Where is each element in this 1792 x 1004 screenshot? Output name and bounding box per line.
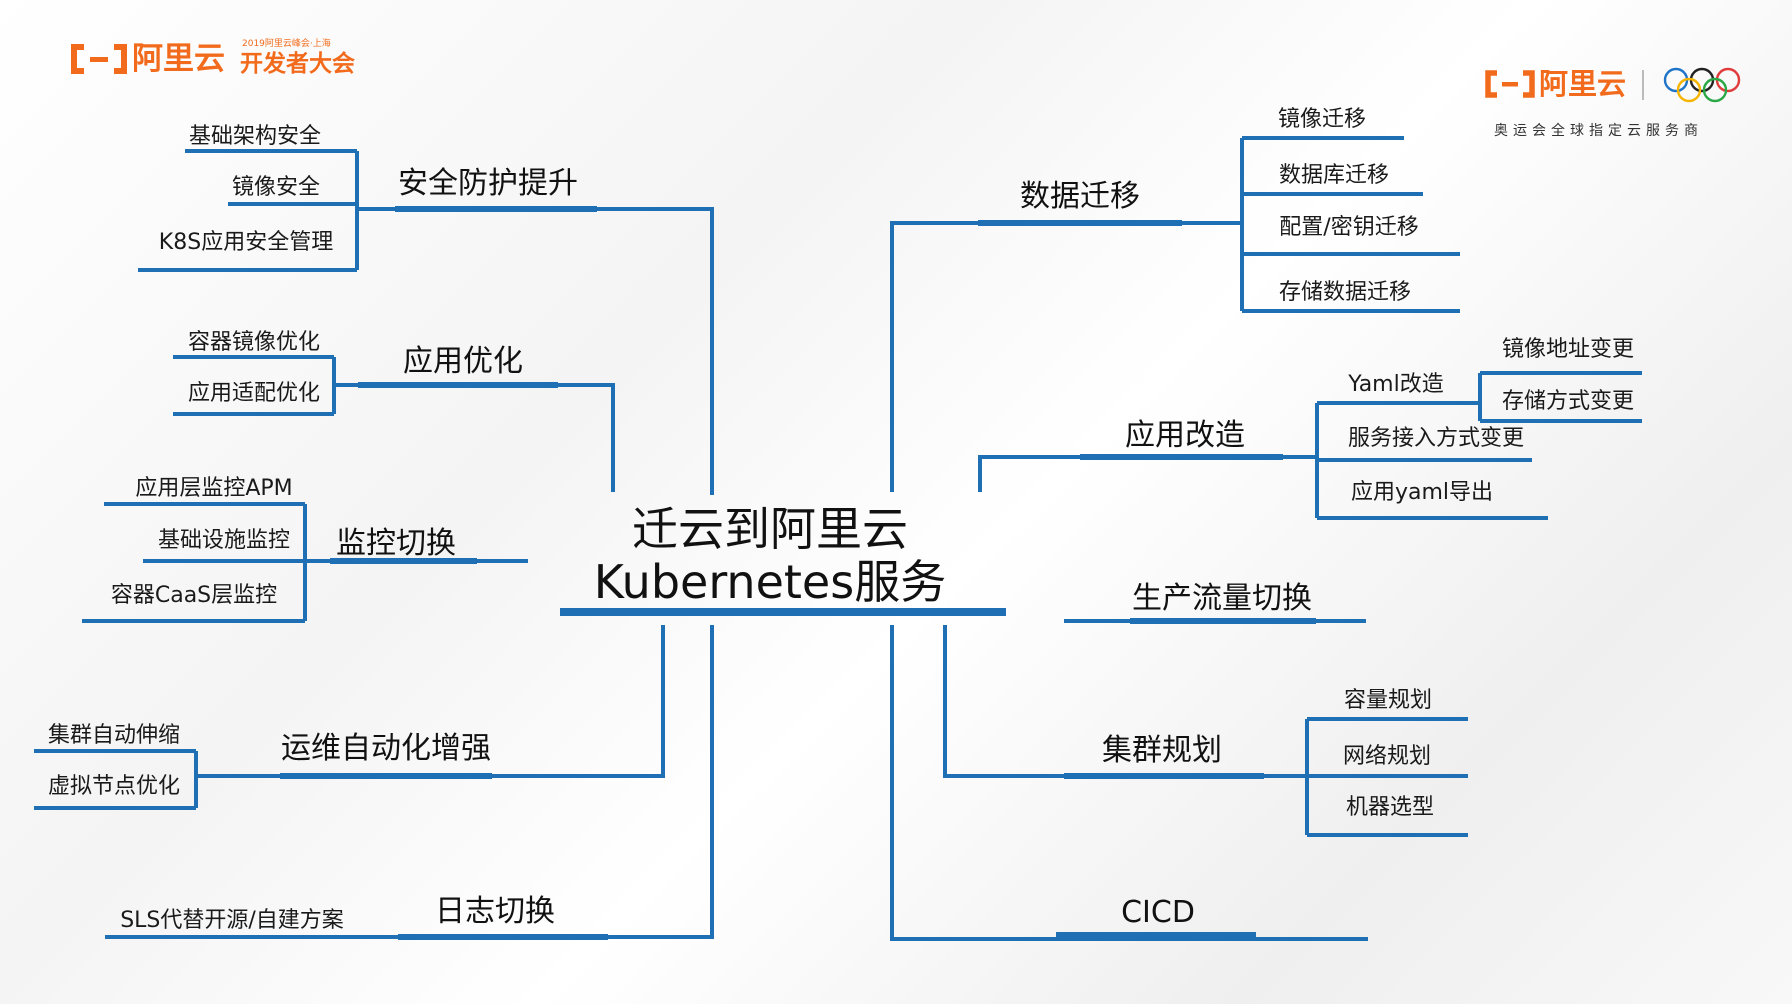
leaf-service-access-change: 服务接入方式变更	[1347, 426, 1525, 451]
leaf-sls: SLS代替开源/自建方案	[120, 908, 344, 933]
leaf-k8s-app-security: K8S应用安全管理	[158, 230, 334, 255]
leaf-yaml-export: 应用yaml导出	[1350, 480, 1494, 505]
leaf-app-adaptation: 应用适配优化	[187, 381, 321, 406]
link-app-opt	[358, 383, 615, 492]
leaf-image-migration: 镜像迁移	[1277, 107, 1367, 132]
leaf-storage-method-change: 存储方式变更	[1501, 389, 1635, 414]
branch-data-migration: 数据迁移	[1020, 179, 1140, 214]
leaf-network-planning: 网络规划	[1342, 744, 1432, 769]
leaf-machine-selection: 机器选型	[1345, 795, 1435, 820]
branch-cicd: CICD	[1121, 895, 1195, 930]
center-topic-line1: 迁云到阿里云	[631, 502, 908, 557]
link-app-refactor	[978, 455, 1317, 492]
leaf-image-security: 镜像安全	[231, 175, 321, 200]
leaf-caas-monitoring: 容器CaaS层监控	[110, 583, 278, 608]
aliyun-logo-icon	[1485, 70, 1535, 98]
branch-traffic-switch: 生产流量切换	[1132, 581, 1312, 616]
leaf-apm: 应用层监控APM	[135, 476, 293, 501]
branch-monitoring: 监控切换	[336, 526, 456, 561]
link-cicd	[890, 625, 1368, 941]
logo-left-event-small: 2019阿里云峰会·上海	[242, 39, 331, 49]
leaf-db-migration: 数据库迁移	[1278, 163, 1390, 188]
leaf-capacity-planning: 容量规划	[1343, 688, 1433, 713]
leaf-cluster-autoscale: 集群自动伸缩	[47, 723, 181, 748]
leaf-infra-monitoring: 基础设施监控	[157, 528, 291, 553]
olympic-rings-icon	[1663, 67, 1741, 103]
logo-left-brand: 阿里云	[132, 41, 225, 77]
branch-app-optimization: 应用优化	[403, 344, 523, 379]
center-topic-line2: Kubernetes服务	[593, 555, 947, 609]
leaf-image-address-change: 镜像地址变更	[1501, 337, 1635, 362]
leaf-virtual-node: 虚拟节点优化	[47, 774, 181, 799]
branch-security: 安全防护提升	[398, 166, 578, 201]
leaf-infra-security: 基础架构安全	[188, 124, 322, 149]
leaf-storage-migration: 存储数据迁移	[1278, 280, 1412, 305]
center-topic: 迁云到阿里云 Kubernetes服务	[594, 503, 946, 609]
branch-ops-automation: 运维自动化增强	[281, 731, 491, 766]
aliyun-logo-icon	[71, 44, 127, 74]
leaf-yaml-refactor: Yaml改造	[1348, 372, 1444, 397]
logo-right-tagline: 奥运会全球指定云服务商	[1494, 122, 1703, 138]
branch-cluster-planning: 集群规划	[1102, 733, 1222, 768]
connector-lines	[34, 136, 1642, 941]
link-logs	[105, 625, 714, 939]
logo-divider	[1642, 70, 1644, 100]
leaf-config-secret-migration: 配置/密钥迁移	[1279, 215, 1419, 240]
logo-right-brand: 阿里云	[1539, 67, 1627, 101]
logo-left-event: 开发者大会	[240, 51, 355, 77]
leaf-image-optimization: 容器镜像优化	[187, 330, 321, 355]
branch-app-refactor: 应用改造	[1125, 418, 1245, 453]
branch-log-switch: 日志切换	[435, 894, 555, 929]
